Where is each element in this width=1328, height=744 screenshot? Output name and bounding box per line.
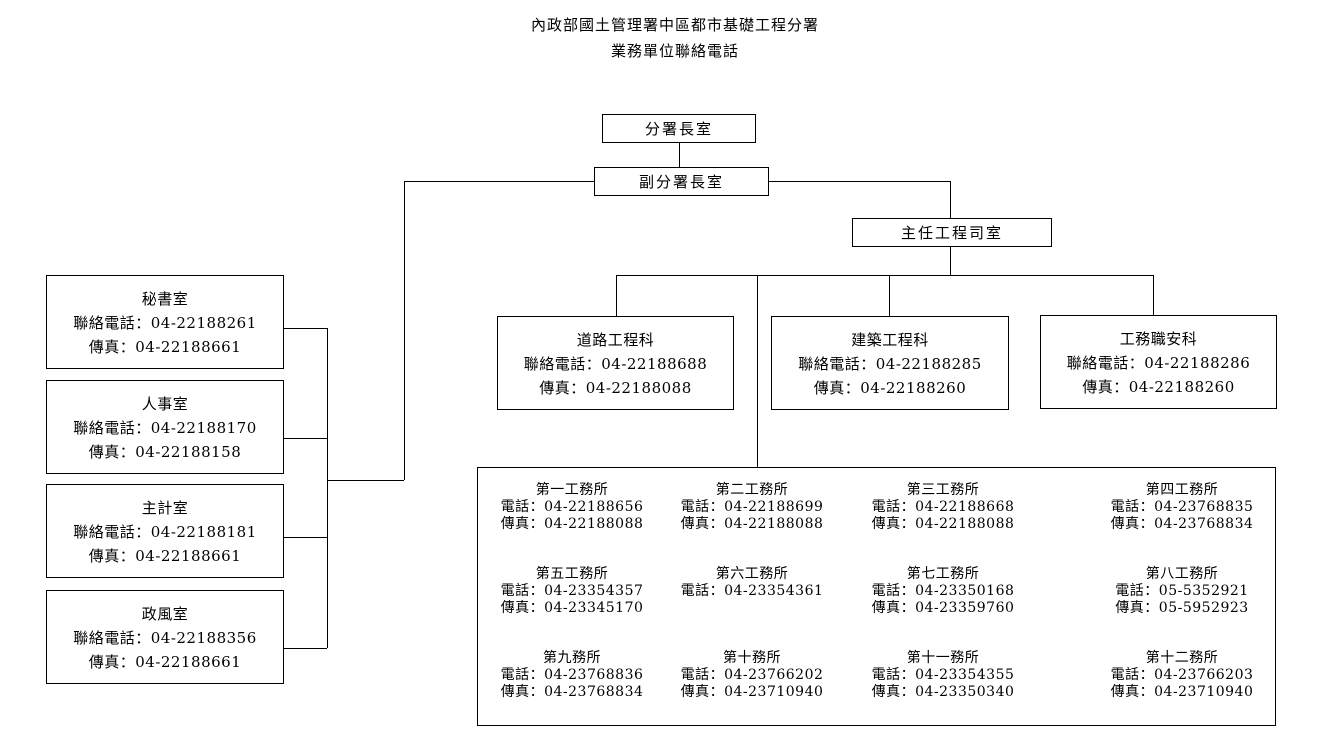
office-name: 第三工務所 [906, 482, 980, 498]
office-name: 第六工務所 [715, 566, 789, 582]
office-phone: 電話：04-23766202 [680, 667, 824, 683]
section-box-building: 建築工程科 聯絡電話：04-22188285 傳真：04-22188260 [771, 316, 1009, 410]
office-phone: 電話：04-23766203 [1110, 667, 1254, 683]
section-box-road: 道路工程科 聯絡電話：04-22188688 傳真：04-22188088 [497, 316, 734, 410]
office-name: 第十一務所 [906, 650, 980, 666]
office-name: 第十二務所 [1145, 650, 1219, 666]
section-fax: 傳真：04-22188260 [813, 379, 967, 397]
office-fax: 傳真：04-22188088 [871, 516, 1015, 532]
unit-fax: 傳真：04-22188661 [88, 338, 242, 356]
office-fax: 傳真：04-23350340 [871, 684, 1015, 700]
office-name: 第二工務所 [715, 482, 789, 498]
unit-fax: 傳真：04-22188158 [88, 443, 242, 461]
office-fax: 傳真：04-22188088 [500, 516, 644, 532]
office-phone: 電話：04-23350168 [871, 583, 1015, 599]
office-name: 第五工務所 [535, 566, 609, 582]
work-office-1: 第一工務所 電話：04-22188656 傳真：04-22188088 [498, 482, 646, 533]
unit-name: 秘書室 [141, 290, 189, 308]
unit-phone: 聯絡電話：04-22188181 [73, 523, 257, 541]
chief-engineer-office-label: 主任工程司室 [900, 224, 1003, 242]
unit-box-ethics: 政風室 聯絡電話：04-22188356 傳真：04-22188661 [46, 590, 284, 684]
section-phone: 聯絡電話：04-22188688 [523, 355, 708, 373]
office-phone: 電話：04-22188668 [871, 499, 1015, 515]
work-office-3: 第三工務所 電話：04-22188668 傳真：04-22188088 [869, 482, 1017, 533]
work-office-9: 第九務所 電話：04-23768836 傳真：04-23768834 [498, 650, 646, 701]
office-phone: 電話：04-23768836 [500, 667, 644, 683]
office-fax: 傳真：05-5952923 [1115, 600, 1249, 616]
section-name: 道路工程科 [576, 331, 655, 349]
office-fax: 傳真：04-22188088 [680, 516, 824, 532]
section-phone: 聯絡電話：04-22188286 [1066, 354, 1251, 372]
director-office-label: 分署長室 [644, 120, 713, 138]
office-phone: 電話：05-5352921 [1115, 583, 1249, 599]
work-office-11: 第十一務所 電話：04-23354355 傳真：04-23350340 [869, 650, 1017, 701]
office-fax: 傳真：04-23768834 [1110, 516, 1254, 532]
work-office-2: 第二工務所 電話：04-22188699 傳真：04-22188088 [678, 482, 826, 533]
unit-fax: 傳真：04-22188661 [88, 653, 242, 671]
unit-fax: 傳真：04-22188661 [88, 547, 242, 565]
work-office-12: 第十二務所 電話：04-23766203 傳真：04-23710940 [1108, 650, 1256, 701]
work-office-5: 第五工務所 電話：04-23354357 傳真：04-23345170 [498, 566, 646, 617]
office-phone: 電話：04-22188699 [680, 499, 824, 515]
work-office-8: 第八工務所 電話：05-5352921 傳真：05-5952923 [1108, 566, 1256, 617]
unit-phone: 聯絡電話：04-22188356 [73, 629, 257, 647]
office-phone: 電話：04-22188656 [500, 499, 644, 515]
unit-box-secretariat: 秘書室 聯絡電話：04-22188261 傳真：04-22188661 [46, 275, 284, 369]
director-office-box: 分署長室 [602, 114, 756, 143]
section-phone: 聯絡電話：04-22188285 [798, 355, 982, 373]
office-name: 第十務所 [723, 650, 781, 666]
deputy-director-office-box: 副分署長室 [594, 167, 769, 196]
office-name: 第七工務所 [906, 566, 980, 582]
office-fax: 傳真：04-23768834 [500, 684, 644, 700]
office-phone: 電話：04-23354357 [500, 583, 644, 599]
work-office-4: 第四工務所 電話：04-23768835 傳真：04-23768834 [1108, 482, 1256, 533]
work-office-10: 第十務所 電話：04-23766202 傳真：04-23710940 [678, 650, 826, 701]
section-name: 工務職安科 [1119, 330, 1198, 348]
office-phone: 電話：04-23354361 [680, 583, 824, 599]
unit-name: 政風室 [141, 605, 189, 623]
unit-phone: 聯絡電話：04-22188261 [73, 314, 257, 332]
office-name: 第九務所 [543, 650, 601, 666]
chief-engineer-office-box: 主任工程司室 [852, 218, 1052, 247]
deputy-director-office-label: 副分署長室 [638, 173, 724, 191]
office-phone: 電話：04-23768835 [1110, 499, 1254, 515]
section-fax: 傳真：04-22188260 [1082, 378, 1235, 396]
unit-phone: 聯絡電話：04-22188170 [73, 419, 257, 437]
office-name: 第四工務所 [1145, 482, 1219, 498]
chart-title-line1: 內政部國土管理署中區都市基礎工程分署 [530, 16, 819, 34]
office-phone: 電話：04-23354355 [871, 667, 1015, 683]
work-office-7: 第七工務所 電話：04-23350168 傳真：04-23359760 [869, 566, 1017, 617]
office-fax: 傳真：04-23710940 [1110, 684, 1254, 700]
unit-box-personnel: 人事室 聯絡電話：04-22188170 傳真：04-22188158 [46, 380, 284, 474]
office-name: 第一工務所 [535, 482, 609, 498]
unit-box-accounting: 主計室 聯絡電話：04-22188181 傳真：04-22188661 [46, 484, 284, 578]
office-fax: 傳真：04-23359760 [871, 600, 1015, 616]
section-box-safety: 工務職安科 聯絡電話：04-22188286 傳真：04-22188260 [1040, 315, 1277, 409]
work-office-6: 第六工務所 電話：04-23354361 [678, 566, 826, 600]
office-name: 第八工務所 [1145, 566, 1219, 582]
section-name: 建築工程科 [851, 331, 929, 349]
chart-title-line2: 業務單位聯絡電話 [610, 42, 739, 60]
work-offices-box: 第一工務所 電話：04-22188656 傳真：04-22188088 第二工務… [477, 467, 1276, 726]
section-fax: 傳真：04-22188088 [539, 379, 692, 397]
office-fax: 傳真：04-23710940 [680, 684, 824, 700]
office-fax: 傳真：04-23345170 [500, 600, 644, 616]
unit-name: 人事室 [141, 395, 189, 413]
unit-name: 主計室 [141, 499, 189, 517]
